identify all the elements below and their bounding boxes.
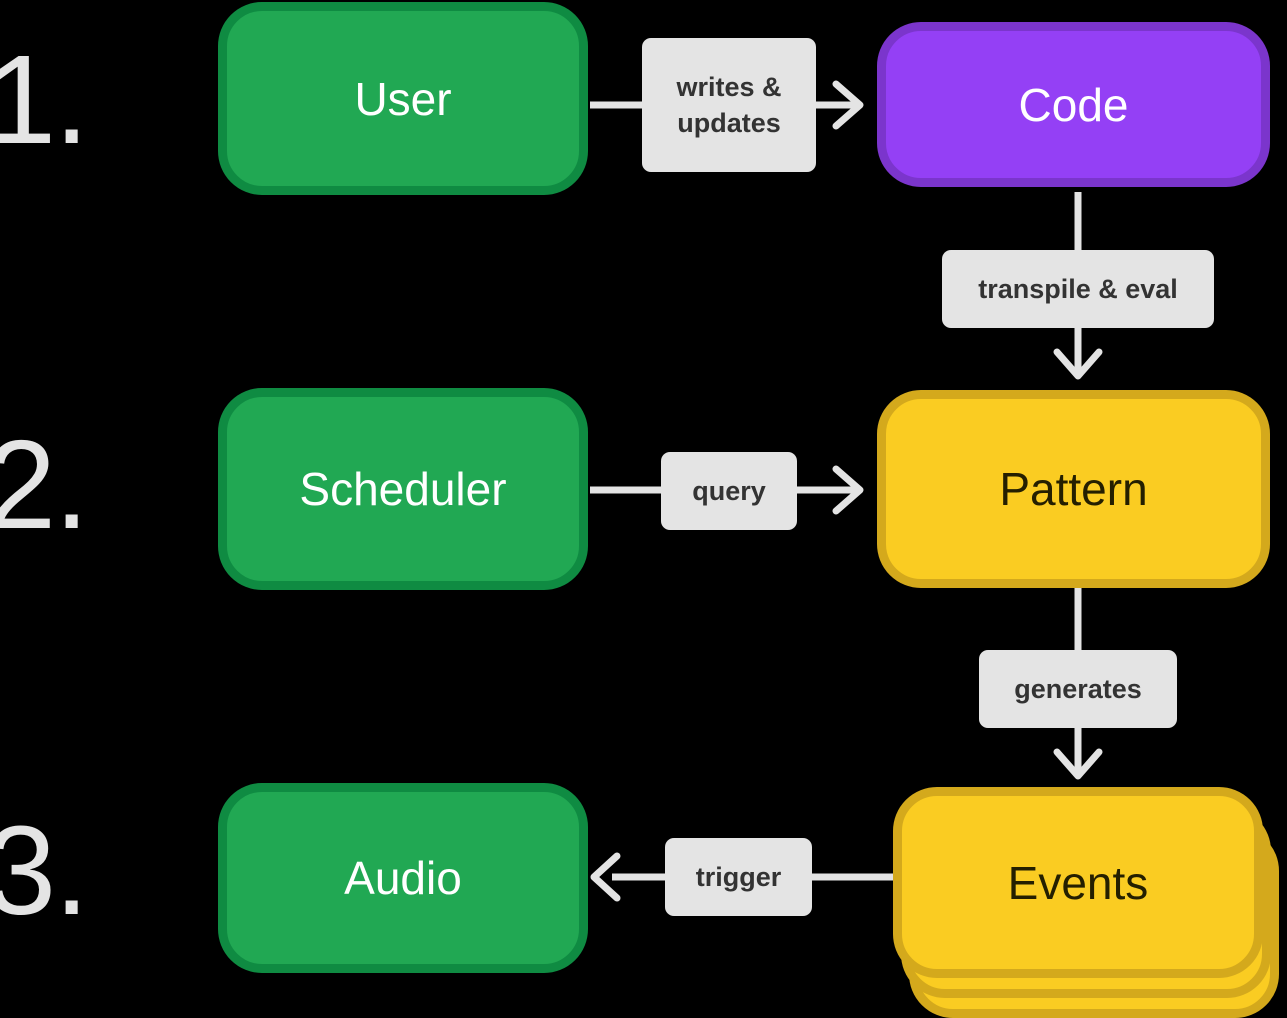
- step-number-1: 1.: [0, 29, 89, 170]
- edge-label-trigger: trigger: [665, 838, 812, 916]
- edge-label-transpile-eval: transpile & eval: [942, 250, 1214, 328]
- node-user[interactable]: User: [218, 2, 588, 195]
- edge-label-query: query: [661, 452, 797, 530]
- edge-label-generates: generates: [979, 650, 1177, 728]
- edge-label-writes-updates: writes & updates: [642, 38, 816, 172]
- edge-label-line-1: writes &: [676, 71, 782, 102]
- node-pattern[interactable]: Pattern: [877, 390, 1270, 588]
- step-number-3: 3.: [0, 800, 89, 941]
- edge-label-line-2: updates: [677, 108, 781, 138]
- node-audio[interactable]: Audio: [218, 783, 588, 973]
- node-events-stack[interactable]: Events: [893, 787, 1279, 1018]
- node-events[interactable]: Events: [893, 787, 1263, 978]
- node-code[interactable]: Code: [877, 22, 1270, 187]
- node-scheduler[interactable]: Scheduler: [218, 388, 588, 590]
- step-number-2: 2.: [0, 414, 89, 555]
